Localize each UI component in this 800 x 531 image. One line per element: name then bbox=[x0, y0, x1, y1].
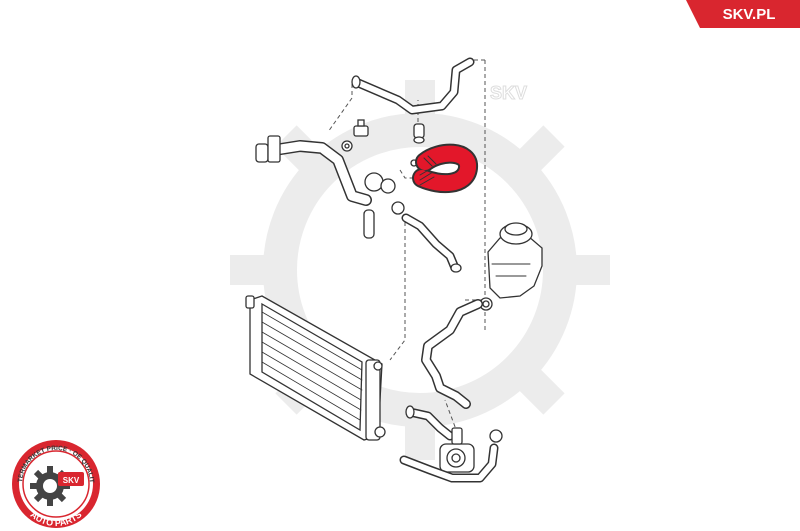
o-ring bbox=[341, 140, 353, 152]
badge-center-text: SKV bbox=[63, 476, 80, 485]
highlighted-hose-ribs bbox=[419, 155, 437, 186]
brand-tab[interactable]: SKV.PL bbox=[686, 0, 800, 28]
bottom-return-hose bbox=[399, 443, 499, 483]
expansion-tank bbox=[479, 222, 543, 311]
highlighted-hose-body bbox=[414, 145, 476, 192]
radiator bbox=[245, 295, 386, 441]
skv-auto-parts-badge: AFTERMARKET PRICE · OE QUALITY · AUTO PA… bbox=[0, 0, 100, 528]
badge-inner-ring bbox=[22, 450, 90, 518]
upper-coolant-pipe bbox=[351, 57, 475, 115]
watermark-label: SKV bbox=[490, 83, 527, 103]
reservoir-feed-hose bbox=[401, 213, 462, 273]
hose-clamp-small bbox=[413, 123, 425, 144]
lower-radiator-hose bbox=[421, 299, 483, 409]
auxiliary-water-pump bbox=[439, 427, 503, 473]
brand-label: SKV.PL bbox=[723, 6, 776, 23]
sensor-plug bbox=[353, 119, 369, 137]
coolant-flange-pipe bbox=[255, 135, 405, 239]
radiator-elbow-hose bbox=[405, 405, 455, 441]
brand-tab-shape bbox=[686, 0, 800, 28]
highlighted-coolant-hose[interactable] bbox=[412, 143, 478, 194]
badge-ring-text: AFTERMARKET PRICE · OE QUALITY · bbox=[0, 0, 95, 483]
badge-label-plate bbox=[58, 472, 84, 486]
